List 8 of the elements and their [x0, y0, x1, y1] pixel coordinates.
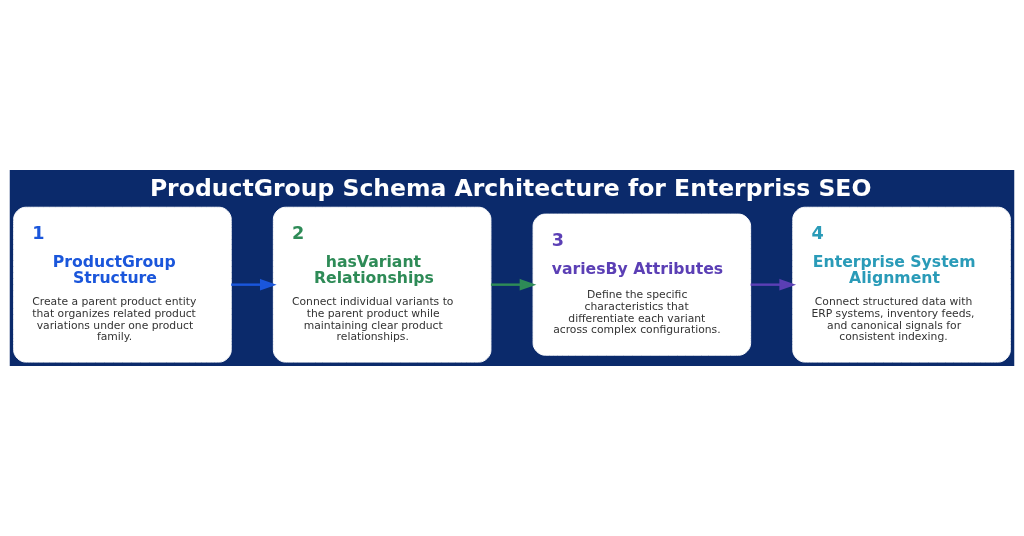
arrow [231, 278, 277, 291]
node-box: 3 variesBy Attributes Define the specific characteristics that differentiate each variant across complex configurations. [532, 213, 752, 356]
node-box: 1 ProductGroup Structure Create a parent product entity that organizes related product variations under one product family. [13, 206, 232, 363]
arrow [490, 278, 537, 291]
diagram-title: ProductGroup Schema Architecture for Enterpriss SEO [149, 173, 872, 202]
node-box: 2 hasVariant Relationships Connect individual variants to the parent product while maintaining clear product relationships. [272, 206, 492, 363]
node-box: 4 Enterprise System Alignment Connect structured data with ERP systems, inventory feeds, and canonical signals for consistent indexing. [792, 206, 1011, 363]
arrow [750, 278, 797, 291]
